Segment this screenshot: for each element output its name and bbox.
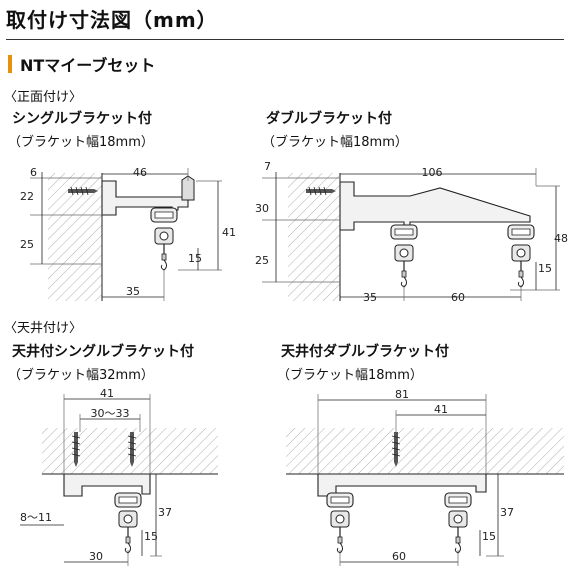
section-title: NTマイーブセット [20,56,156,75]
ceiling-single-note: （ブラケット幅32mm） [8,368,154,383]
rail-back-icon [444,492,472,508]
dim-total-height: 37 [158,506,172,519]
single-bracket-icon [101,180,189,216]
ceiling-double-bracket-icon [317,473,487,497]
dim-total-height: 41 [222,226,236,239]
dim-screw-to-arm: 30 [255,202,269,215]
wall-double-note: （ブラケット幅18mm） [262,135,408,150]
wall-double-diagram: 7 106 30 25 48 15 35 60 [255,160,568,304]
ceiling-hatch [286,428,564,474]
runner-hook-icon [448,510,468,554]
dim-hook-height: 15 [538,262,552,275]
dim-arm-to-bottom: 25 [20,238,34,251]
double-bracket-icon [339,181,531,231]
ceiling-single-bracket-icon [63,473,151,497]
wall-single-note: （ブラケット幅18mm） [8,135,154,150]
dim-hook-height: 15 [482,530,496,543]
rail-icon [150,207,178,223]
wall-single-diagram: 6 46 22 25 41 15 35 [20,166,236,301]
ceiling-single-title: 天井付シングルブラケット付 [12,344,194,360]
ceiling-single-diagram: 41 30～33 8～11 37 15 30 [20,387,218,566]
section-accent-bar [8,55,12,73]
rail-icon [114,492,142,508]
wall-hatch [48,173,102,301]
dim-rail-spacing: 60 [451,291,465,304]
ceiling-double-title: 天井付ダブルブラケット付 [281,344,449,360]
ceiling-double-note: （ブラケット幅18mm） [277,368,423,383]
title-divider [6,39,564,40]
rail-back-icon [507,224,535,240]
page-title: 取付け寸法図（mm） [6,8,218,32]
dim-total-height: 48 [554,232,568,245]
dim-bracket-width: 41 [100,387,114,400]
dim-side-gap: 8～11 [20,511,52,524]
rail-front-icon [326,492,354,508]
dim-top-offset: 7 [264,160,271,173]
dim-arm-length: 46 [133,166,147,179]
dim-rail-offset: 30 [89,550,103,563]
rail-front-icon [390,224,418,240]
dim-half-width: 41 [434,403,448,416]
dim-arm-length: 106 [422,166,443,179]
wall-mount-label: 〈正面付け〉 [4,90,83,105]
ceiling-mount-label: 〈天井付け〉 [4,321,83,336]
ceiling-double-diagram: 81 41 37 15 60 [286,388,564,566]
wall-double-title: ダブルブラケット付 [266,111,392,127]
dim-rail-spacing: 60 [392,550,406,563]
runner-hook-icon [511,244,531,288]
dim-arm-to-bottom: 25 [255,254,269,267]
runner-hook-icon [330,510,350,554]
wall-single-title: シングルブラケット付 [12,111,152,127]
dim-hook-height: 15 [144,530,158,543]
dim-wall-to-center: 35 [126,285,140,298]
dim-bracket-width: 81 [395,388,409,401]
wall-hatch [288,173,340,301]
runner-hook-icon [394,244,414,288]
runner-hook-icon [154,227,174,271]
dim-wall-to-center: 35 [363,291,377,304]
dim-screw-range: 30～33 [91,407,130,420]
dim-top-offset: 6 [30,166,37,179]
runner-hook-icon [118,510,138,554]
dim-hook-height: 15 [188,252,202,265]
dim-total-height: 37 [500,506,514,519]
dim-screw-to-arm: 22 [20,190,34,203]
